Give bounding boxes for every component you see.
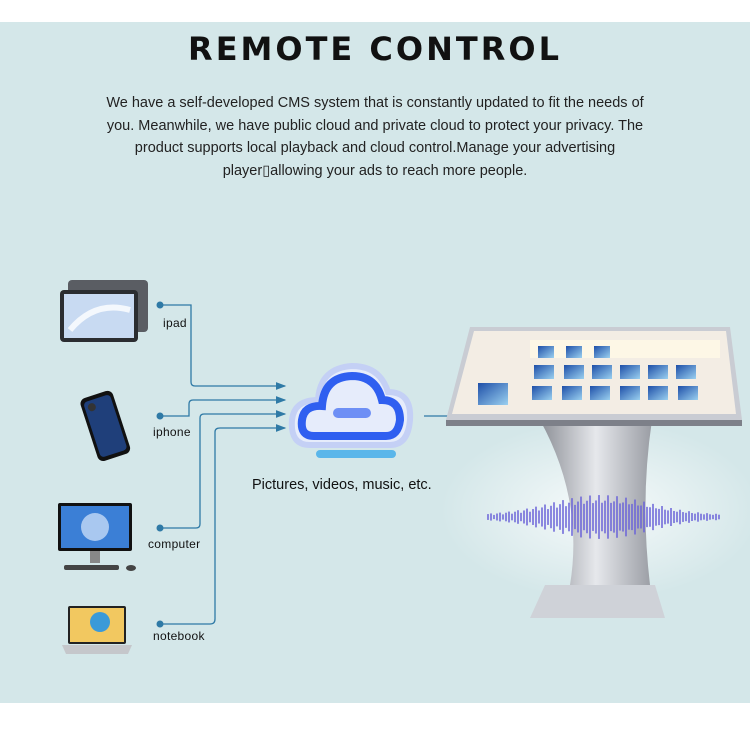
device-label-computer: computer (148, 537, 201, 551)
cloud-caption: Pictures, videos, music, etc. (252, 477, 432, 493)
connector-computer (160, 410, 287, 529)
laptop-icon (62, 606, 132, 654)
device-label-notebook: notebook (153, 629, 205, 643)
device-label-ipad: ipad (163, 316, 187, 330)
monitor-icon (58, 503, 136, 571)
page-title: REMOTE CONTROL (188, 30, 562, 68)
kiosk-player-image (440, 327, 750, 618)
connector-ipad (160, 304, 287, 390)
phone-icon (80, 390, 131, 462)
connector-iphone (160, 396, 287, 417)
tablet-icon (60, 280, 148, 342)
connector-notebook (160, 424, 287, 625)
description-text: We have a self-developed CMS system that… (106, 95, 644, 179)
sound-wave-graphic (487, 495, 720, 539)
connector-lines (160, 304, 450, 625)
device-label-iphone: iphone (153, 425, 191, 439)
cloud-icon (288, 362, 414, 458)
